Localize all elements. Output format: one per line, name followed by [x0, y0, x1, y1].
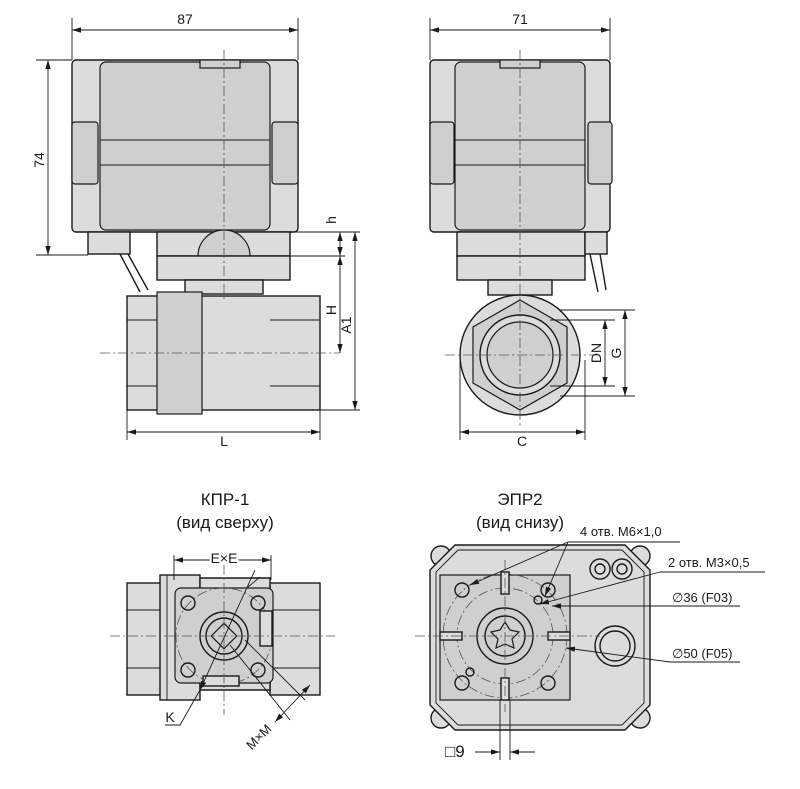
callout-dia-50-f05: ∅50 (F05) — [672, 646, 732, 661]
dim-A1: A1 — [338, 316, 354, 333]
kpr-top-view — [110, 555, 335, 726]
dim-h: h — [323, 216, 339, 224]
kpr-subtitle: (вид сверху) — [176, 513, 274, 532]
epr-bottom-view — [415, 541, 765, 760]
dim-width-87: 87 — [177, 11, 193, 27]
dim-H: H — [323, 305, 339, 315]
dim-K: K — [165, 709, 175, 725]
dim-square-9: □9 — [445, 742, 465, 761]
dim-width-71: 71 — [512, 11, 528, 27]
dim-ExE: E×E — [211, 550, 238, 566]
epr-title: ЭПР2 — [497, 490, 542, 509]
callout-4-holes-m6: 4 отв. М6×1,0 — [580, 524, 662, 539]
side-view — [429, 18, 635, 440]
dim-height-74: 74 — [31, 152, 47, 168]
kpr-title: КПР-1 — [201, 490, 250, 509]
callout-2-holes-m3: 2 отв. М3×0,5 — [668, 555, 750, 570]
callout-dia-36-f03: ∅36 (F03) — [672, 590, 732, 605]
dim-MxM: M×M — [243, 721, 274, 752]
dim-C: C — [517, 433, 527, 449]
dim-DN: DN — [588, 343, 604, 363]
epr-subtitle: (вид снизу) — [476, 513, 564, 532]
dim-L: L — [220, 433, 228, 449]
front-view — [36, 18, 360, 440]
dim-G: G — [608, 348, 624, 359]
